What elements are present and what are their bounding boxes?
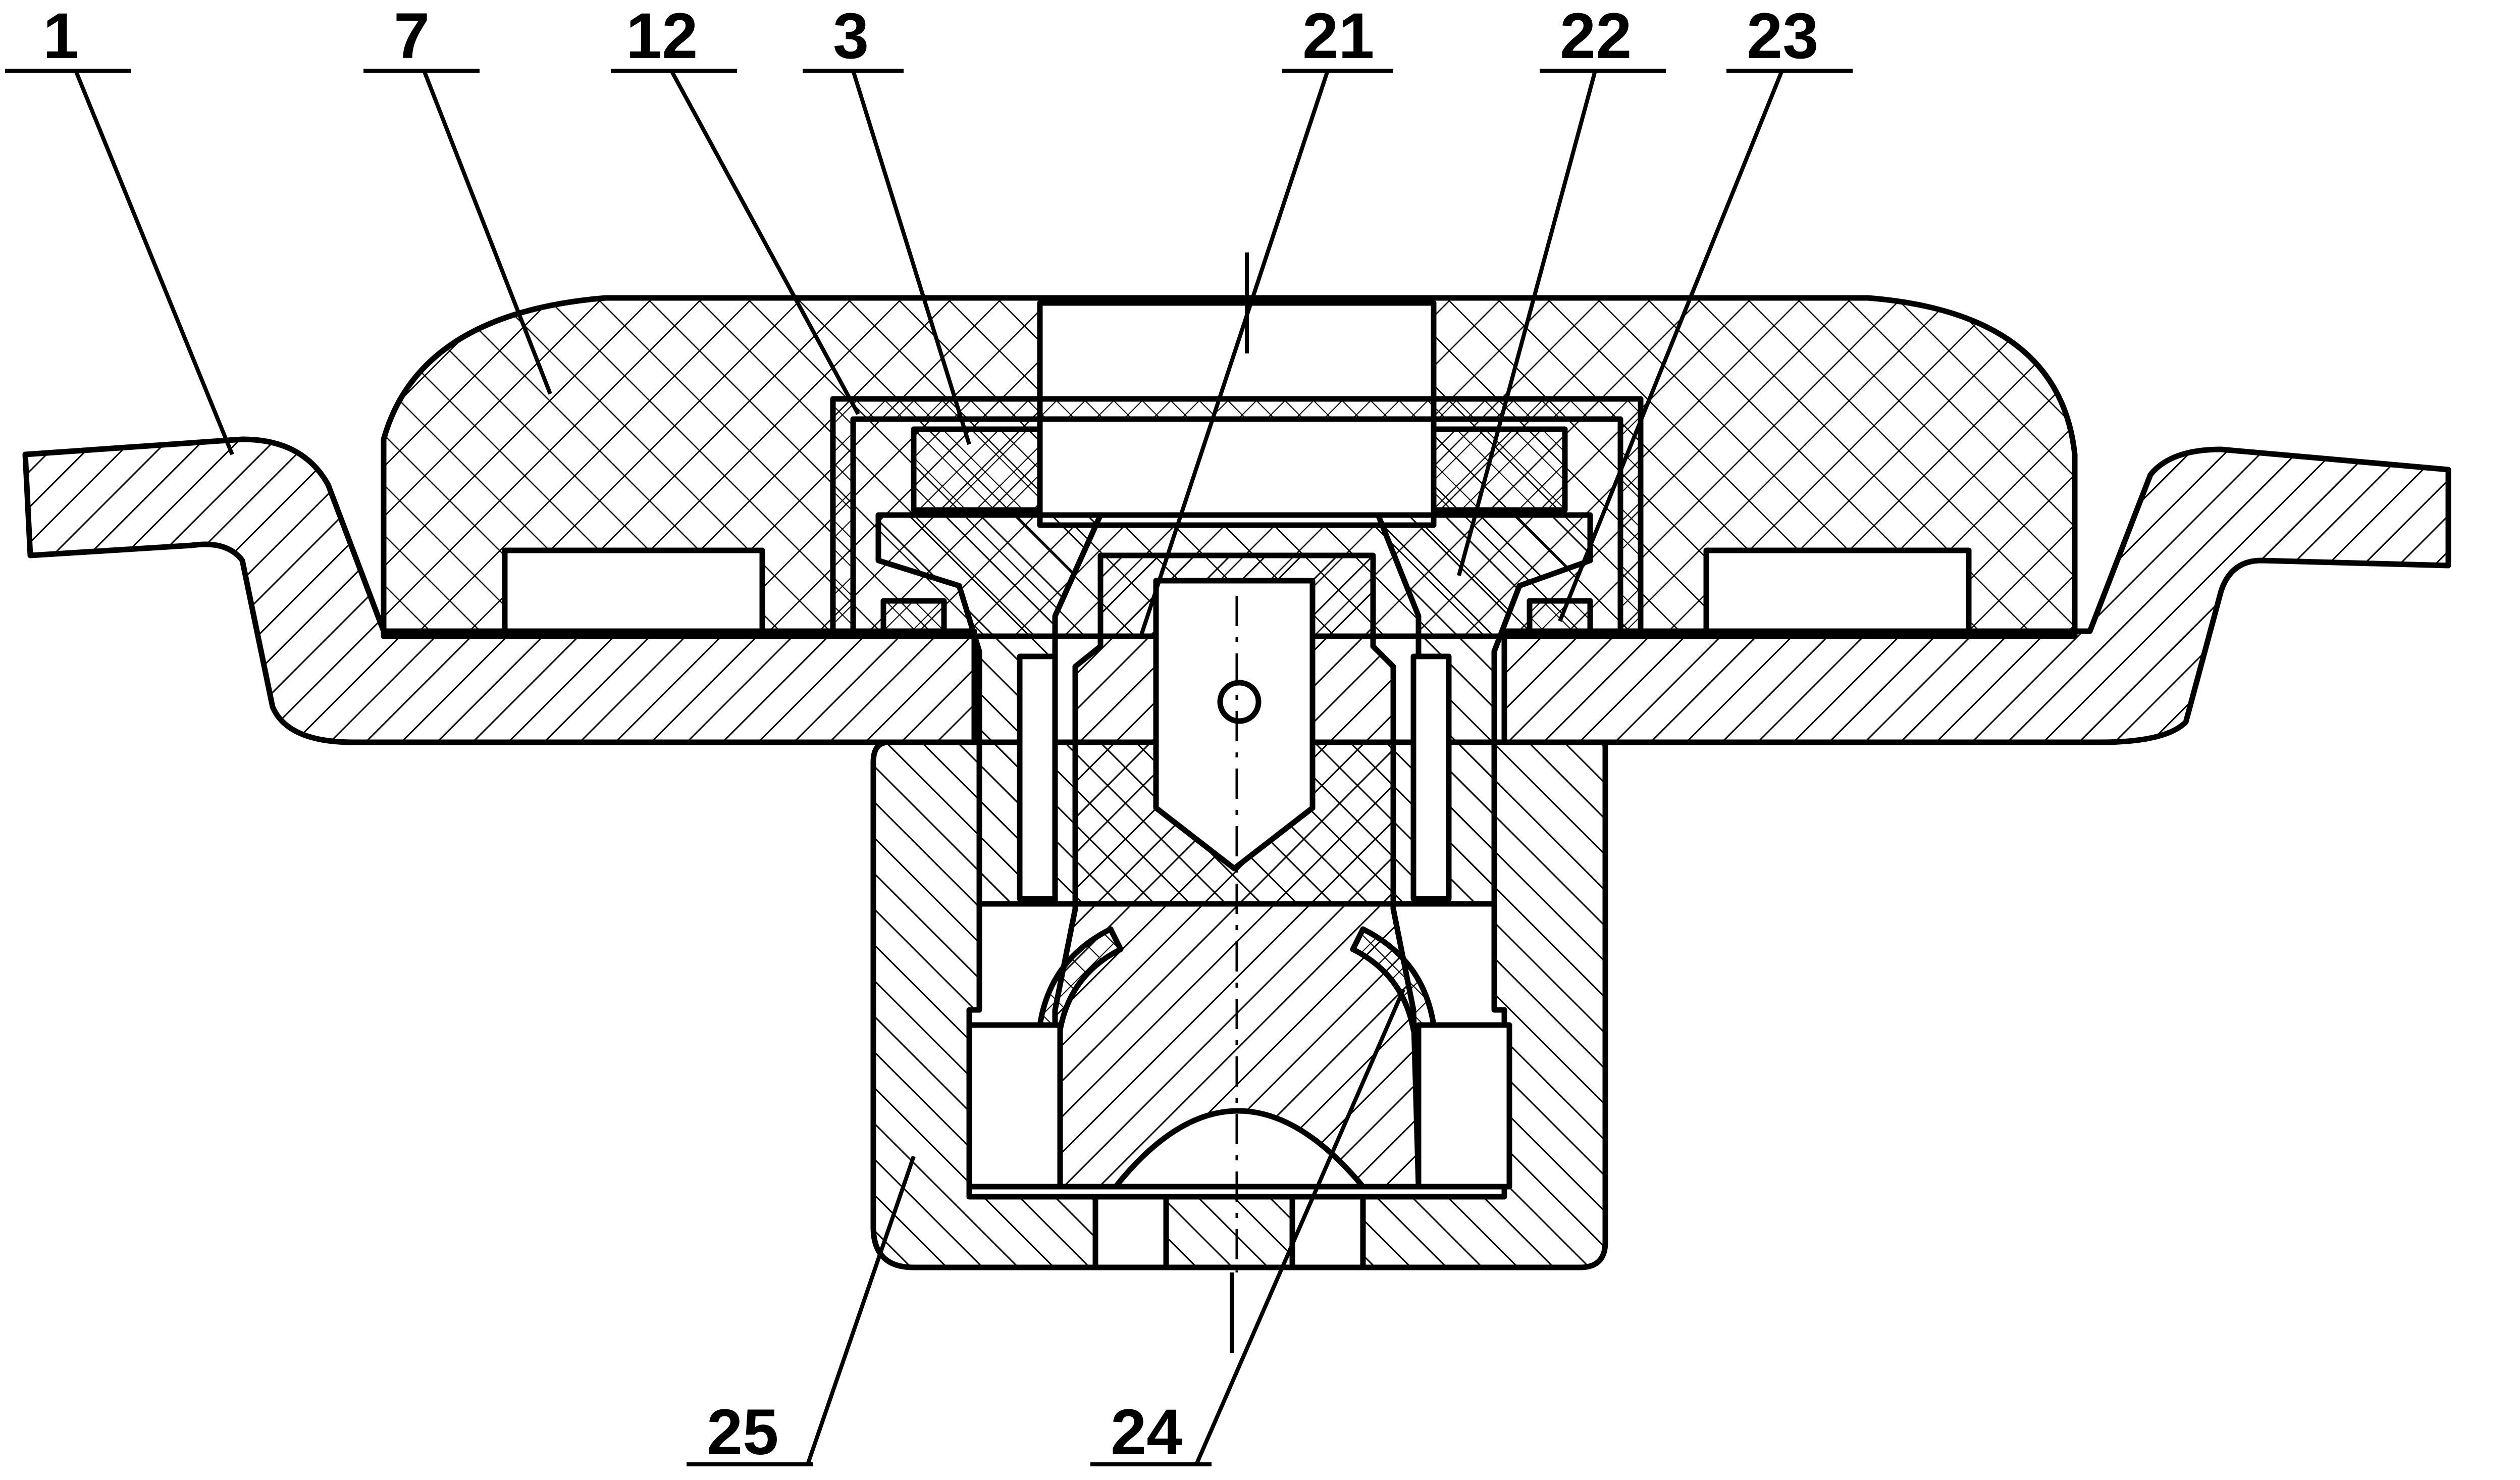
leader-25 — [808, 1156, 914, 1464]
seal-part-23-left — [883, 601, 944, 631]
ring-part-3-left — [914, 429, 1040, 510]
pin-hole — [1220, 683, 1258, 721]
pin-slot — [1156, 581, 1312, 869]
leader-1 — [76, 71, 232, 454]
column-right — [1413, 656, 1449, 899]
label-22: 22 — [1560, 0, 1632, 72]
label-21: 21 — [1302, 0, 1374, 72]
label-3: 3 — [833, 0, 869, 72]
ring-part-3-right — [1434, 429, 1565, 510]
label-24: 24 — [1111, 1396, 1182, 1468]
label-1: 1 — [43, 0, 79, 72]
cover-pocket-left — [505, 550, 762, 636]
side-block-right — [1419, 1025, 1509, 1187]
side-block-left — [969, 1025, 1060, 1187]
label-12: 12 — [626, 0, 698, 72]
label-7: 7 — [394, 0, 430, 72]
label-23: 23 — [1747, 0, 1818, 72]
label-25: 25 — [707, 1396, 778, 1468]
bottom-slot-right — [1292, 1197, 1363, 1267]
bottom-slot-left — [1095, 1197, 1166, 1267]
cover-pocket-right — [1706, 550, 1969, 636]
column-left — [1020, 656, 1055, 899]
drawing-body — [5, 71, 2448, 1464]
